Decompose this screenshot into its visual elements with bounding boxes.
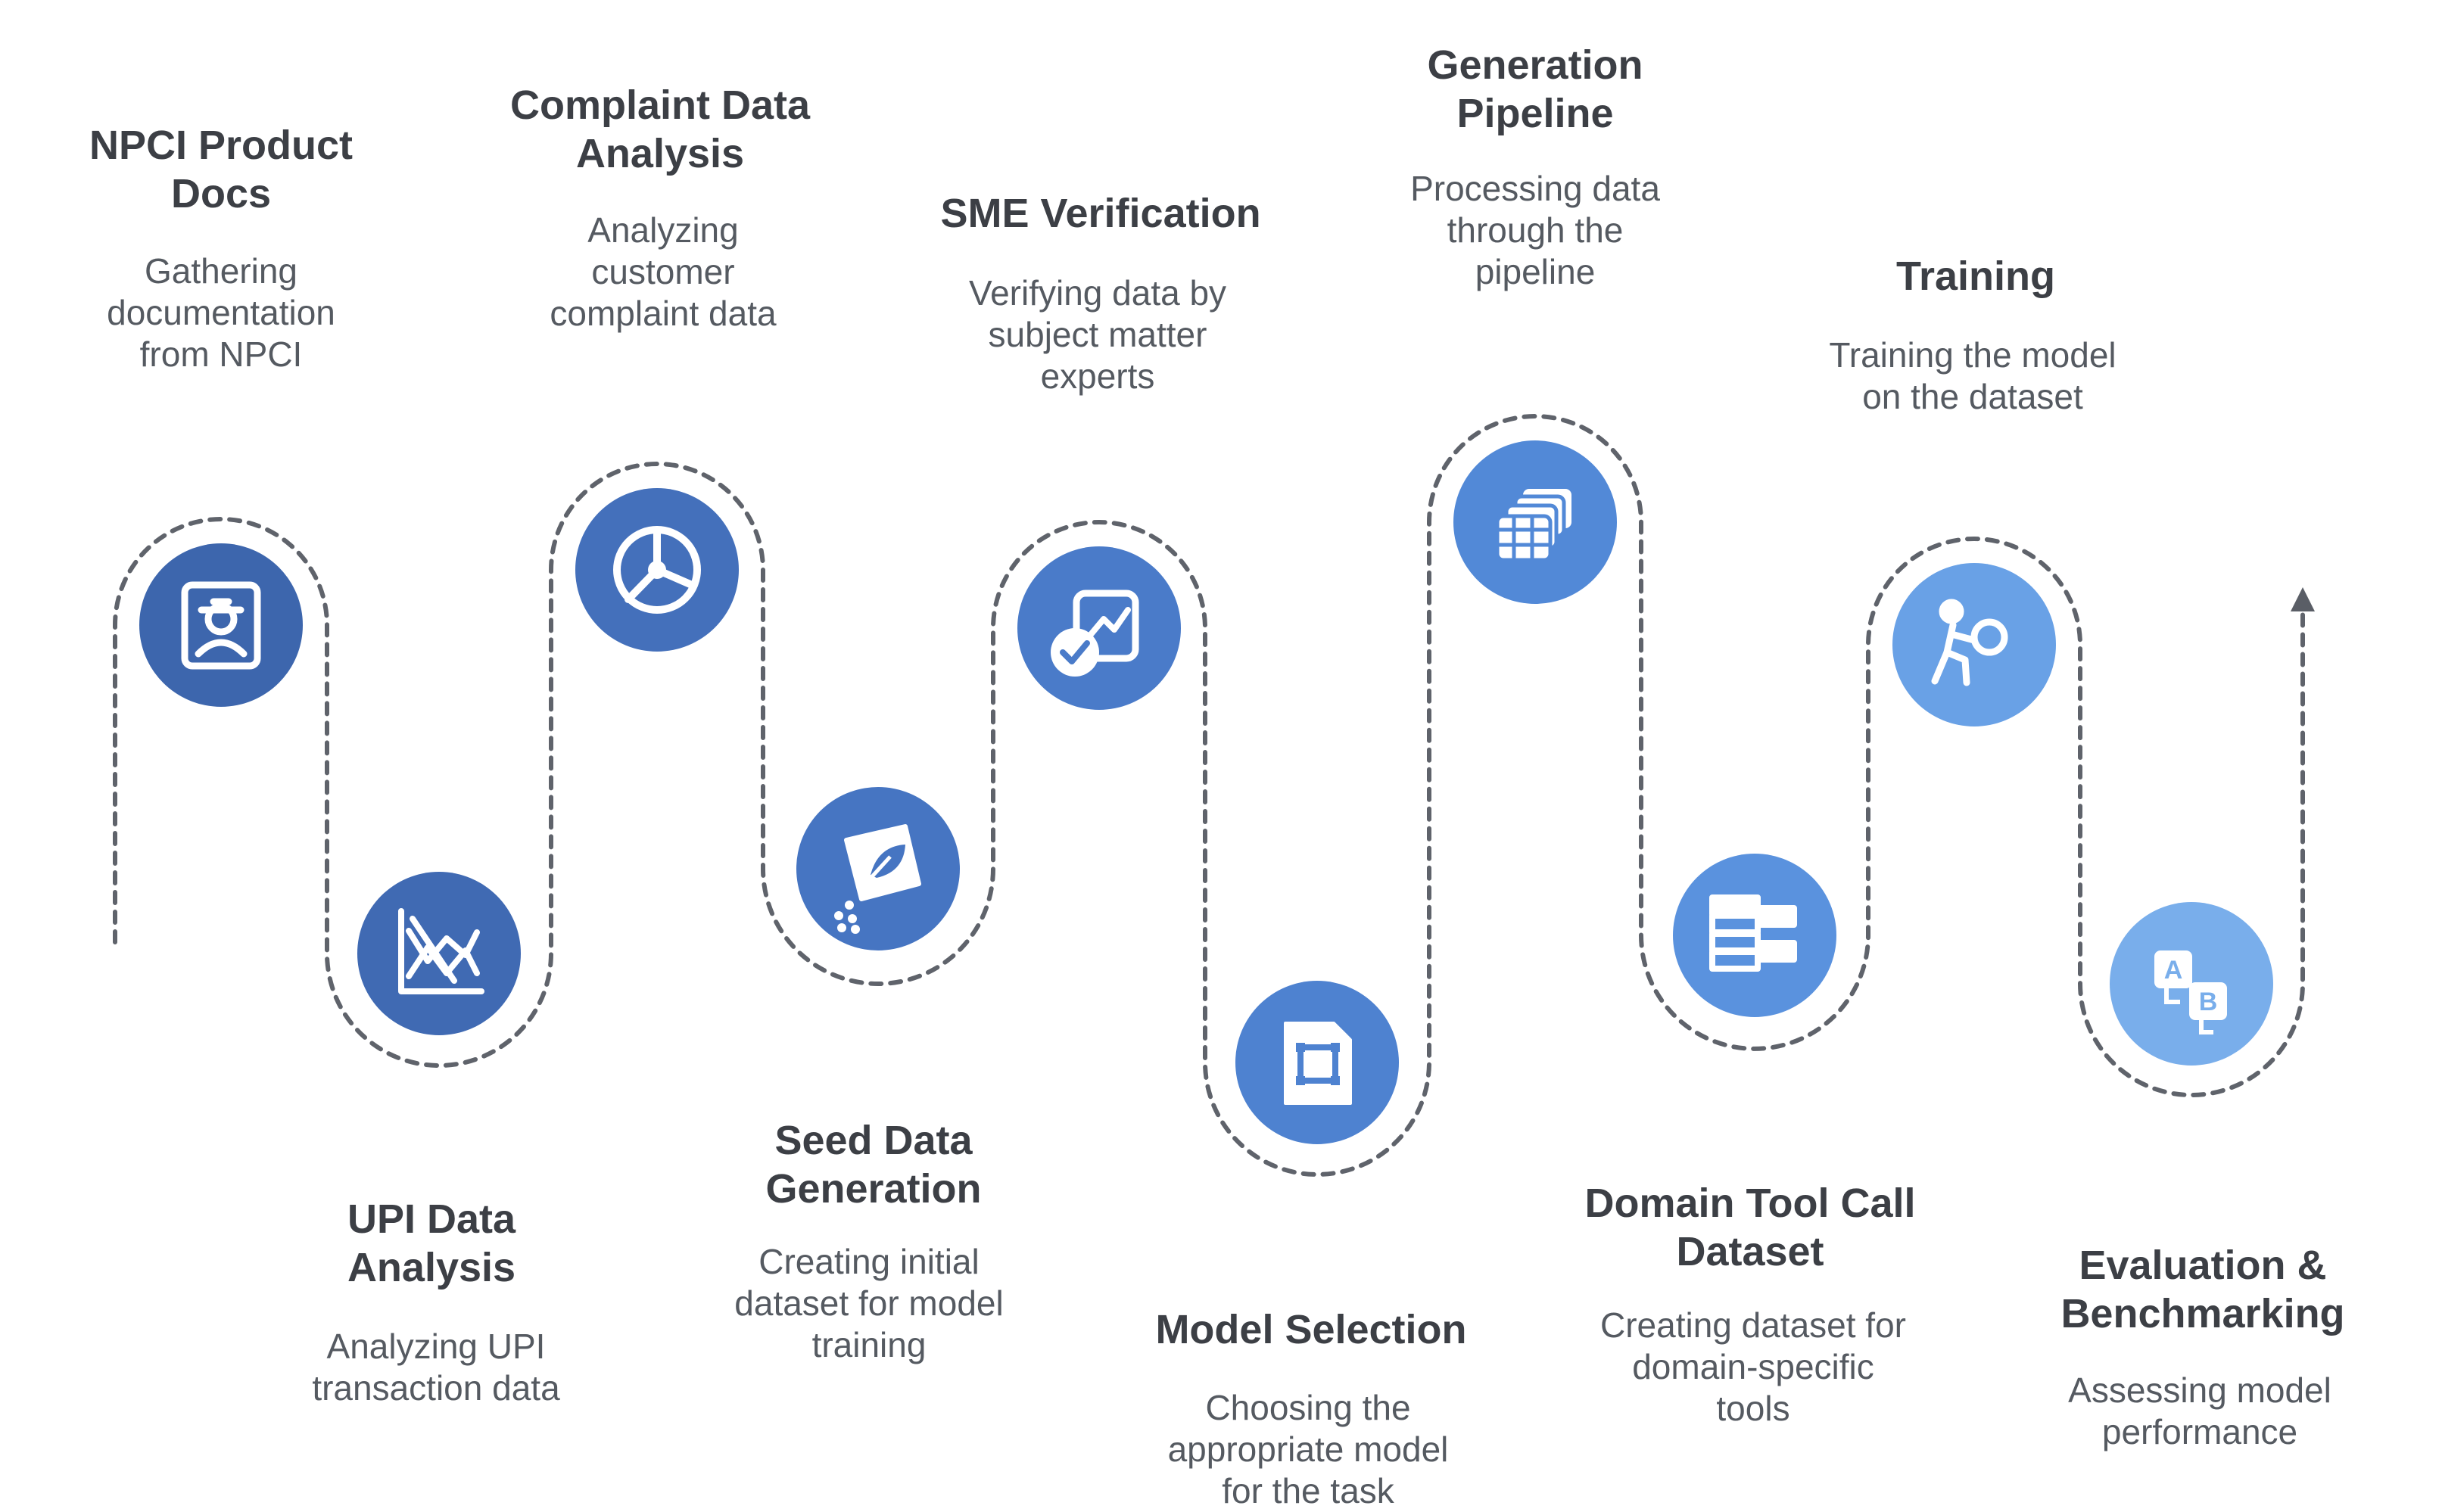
step-upi-data-analysis-node [357,872,521,1035]
step-training-desc: Training the model on the dataset [1829,335,2117,416]
step-model-selection-node [1235,981,1399,1144]
svg-text:A: A [2164,956,2183,985]
step-model-selection-desc: Choosing the appropriate model for the t… [1167,1388,1449,1510]
step-generation-pipeline-desc: Processing data through the pipeline [1410,169,1660,291]
step-complaint-data-analysis-node [575,488,739,652]
ab-test-icon: A B [2154,950,2227,1034]
step-sme-verification-node [1017,546,1181,710]
step-upi-data-analysis-title: UPI Data Analysis [347,1196,516,1290]
stacked-tables-icon [1495,489,1571,562]
step-complaint-data-analysis-desc: Analyzing customer complaint data [550,210,777,333]
step-sme-verification-title: SME Verification [940,191,1261,236]
line-chart-icon [398,908,484,994]
document-person-icon [181,581,261,670]
step-training-title: Training [1895,254,2055,299]
step-training-node [1892,563,2056,726]
step-evaluation-benchmarking-desc: Assessing model performance [2068,1370,2331,1451]
step-sme-verification-desc: Verifying data by subject matter experts [968,273,1227,396]
step-seed-data-generation-node [796,787,960,950]
seed-packet-icon [834,824,921,934]
step-npci-product-docs-title: NPCI Product Docs [89,123,354,216]
step-seed-data-generation-desc: Creating initial dataset for model train… [734,1242,1004,1364]
step-complaint-data-analysis-title: Complaint Data Analysis [509,82,811,176]
step-evaluation-benchmarking-node: A B [2110,902,2273,1066]
tree-table-icon [1709,894,1797,972]
dashed-flow-path [113,414,2305,1177]
step-generation-pipeline-title: Generation Pipeline [1427,42,1643,136]
flow-arrowhead [2291,587,2315,611]
step-upi-data-analysis-desc: Analyzing UPI transaction data [312,1327,560,1408]
svg-text:B: B [2199,988,2218,1016]
verified-chart-icon [1051,590,1139,677]
step-evaluation-benchmarking-title: Evaluation & Benchmarking [2060,1243,2345,1336]
step-seed-data-generation-title: Seed Data Generation [765,1118,982,1212]
step-npci-product-docs-desc: Gathering documentation from NPCI [107,251,335,374]
sim-card-icon [1284,1022,1352,1105]
step-model-selection-title: Model Selection [1155,1307,1467,1352]
step-npci-product-docs-node [139,543,303,707]
step-domain-tool-call-dataset-title: Domain Tool Call Dataset [1584,1181,1916,1274]
step-domain-tool-call-dataset-desc: Creating dataset for domain-specific too… [1599,1305,1906,1428]
step-domain-tool-call-dataset-node [1673,854,1836,1017]
athlete-ball-icon [1931,599,2008,686]
step-generation-pipeline-node [1453,440,1617,604]
